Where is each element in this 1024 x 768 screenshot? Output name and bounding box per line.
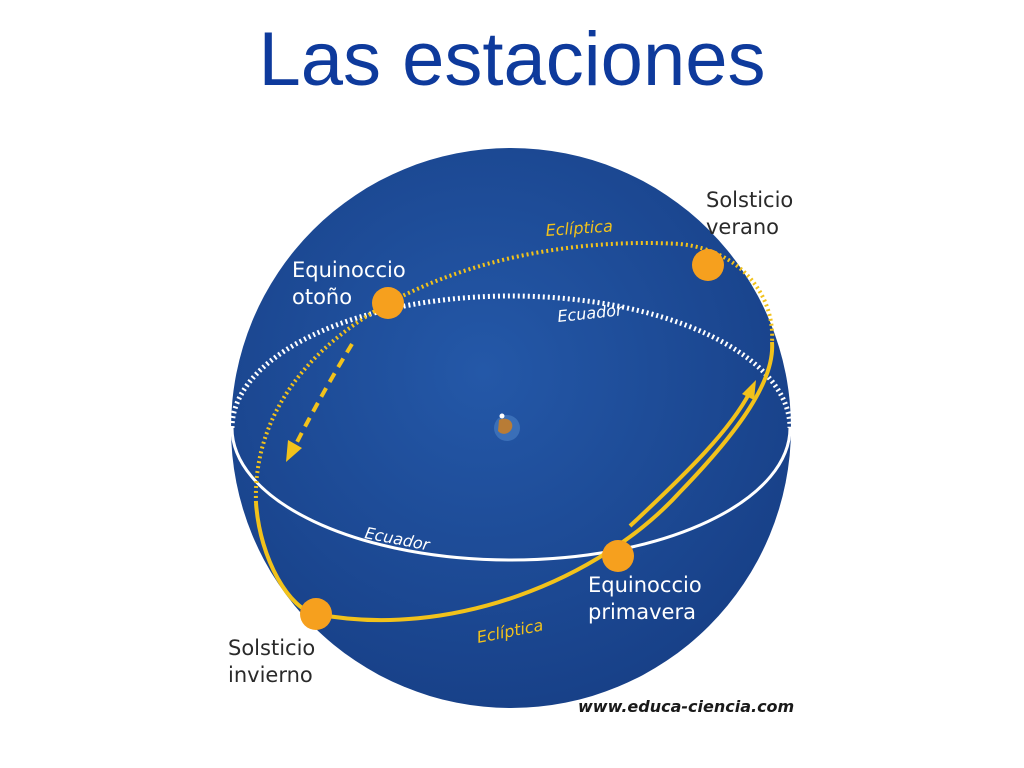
ecliptic-label-top: Eclíptica: [545, 216, 613, 240]
source-credit: www.educa-ciencia.com: [578, 697, 794, 716]
marker-equinox-spring: [602, 540, 634, 572]
marker-equinox-autumn: [372, 287, 404, 319]
ecliptic-front-arc: [254, 341, 775, 623]
solid-direction-arrow: [628, 380, 756, 528]
marker-solstice-winter: [300, 598, 332, 630]
label-solstice-winter-line1: Solsticio: [228, 636, 315, 660]
equator-front-arc: [230, 427, 792, 562]
slide-title: Las estaciones: [258, 17, 766, 102]
label-equinox-spring-line2: primavera: [588, 600, 696, 624]
label-solstice-winter-line2: invierno: [228, 663, 313, 687]
label-solstice-summer-line2: verano: [706, 215, 779, 239]
earth-icon: [494, 413, 520, 441]
label-equinox-autumn-line2: otoño: [292, 285, 352, 309]
label-equinox-autumn-line1: Equinoccio: [292, 258, 406, 282]
label-equinox-spring-line1: Equinoccio: [588, 573, 702, 597]
dashed-direction-arrow: [286, 342, 354, 462]
marker-solstice-summer: [692, 249, 724, 281]
label-solstice-summer-line1: Solsticio: [706, 188, 793, 212]
